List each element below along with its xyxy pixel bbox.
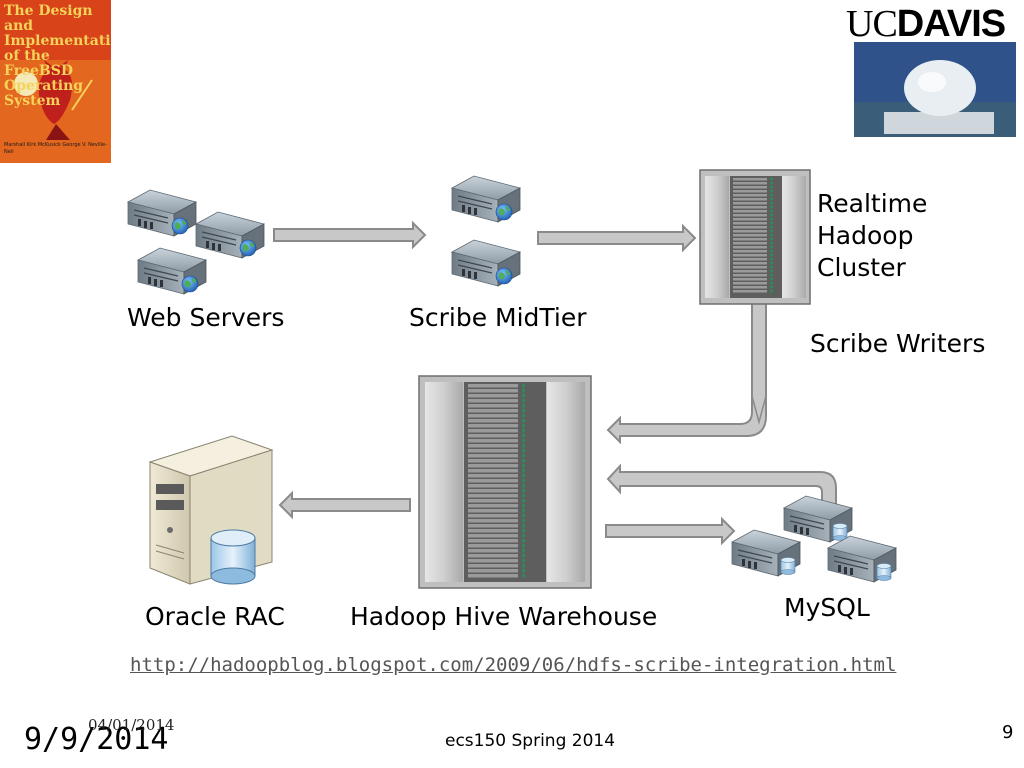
arrow-hive-to-mysql [605, 516, 736, 546]
oracle-database-icon [210, 529, 256, 585]
page-number: 9 [1002, 722, 1014, 743]
arrow-midtier-to-cluster [537, 223, 697, 253]
egg-sculpture-photo [854, 42, 1016, 137]
web-servers-group [127, 189, 265, 295]
label-mysql: MySQL [784, 593, 870, 622]
web-server-3 [137, 247, 207, 295]
label-web-servers: Web Servers [127, 303, 285, 332]
mysql-server-1 [783, 495, 853, 543]
midtier-server-2 [451, 239, 521, 287]
egg-sculpture-icon [854, 42, 1016, 137]
hive-warehouse-rack [418, 375, 592, 589]
oracle-tower-server [148, 435, 274, 585]
bsd-daemon-icon [0, 60, 111, 163]
mysql-server-3 [827, 535, 897, 583]
footer-date: 9/9/2014 [24, 722, 169, 757]
source-link[interactable]: http://hadoopblog.blogspot.com/2009/06/h… [130, 654, 897, 676]
arrow-hive-to-oracle [278, 490, 411, 520]
web-server-2 [195, 211, 265, 259]
mysql-server-2 [731, 529, 801, 577]
label-scribe-midtier: Scribe MidTier [409, 303, 587, 332]
label-scribe-writers: Scribe Writers [810, 329, 986, 358]
midtier-server-1 [451, 175, 521, 223]
arrow-mysql-to-hive [606, 463, 837, 509]
mysql-servers-group [731, 495, 897, 583]
midtier-servers-group [451, 175, 521, 287]
logo-uc: UC [846, 3, 898, 45]
label-realtime-cluster: Realtime Hadoop Cluster [817, 189, 928, 282]
arrow-web-to-midtier [273, 220, 427, 250]
ucdavis-logo: UCDAVIS [846, 2, 1006, 46]
footer-date-small: 04/01/2014 [88, 716, 175, 734]
book-authors: Marshall Kirk McKusick George V. Neville… [4, 142, 107, 155]
footer-course: ecs150 Spring 2014 [445, 731, 616, 751]
web-server-1 [127, 189, 197, 237]
book-cover-image: The Design and Implementation of the Fre… [0, 0, 111, 163]
arrow-cluster-to-hive [606, 301, 767, 445]
label-oracle-rac: Oracle RAC [145, 602, 285, 631]
book-title: The Design and Implementation of the Fre… [4, 3, 111, 109]
realtime-cluster-rack [699, 169, 811, 305]
logo-davis: DAVIS [896, 3, 1006, 45]
label-hive-warehouse: Hadoop Hive Warehouse [350, 602, 658, 631]
